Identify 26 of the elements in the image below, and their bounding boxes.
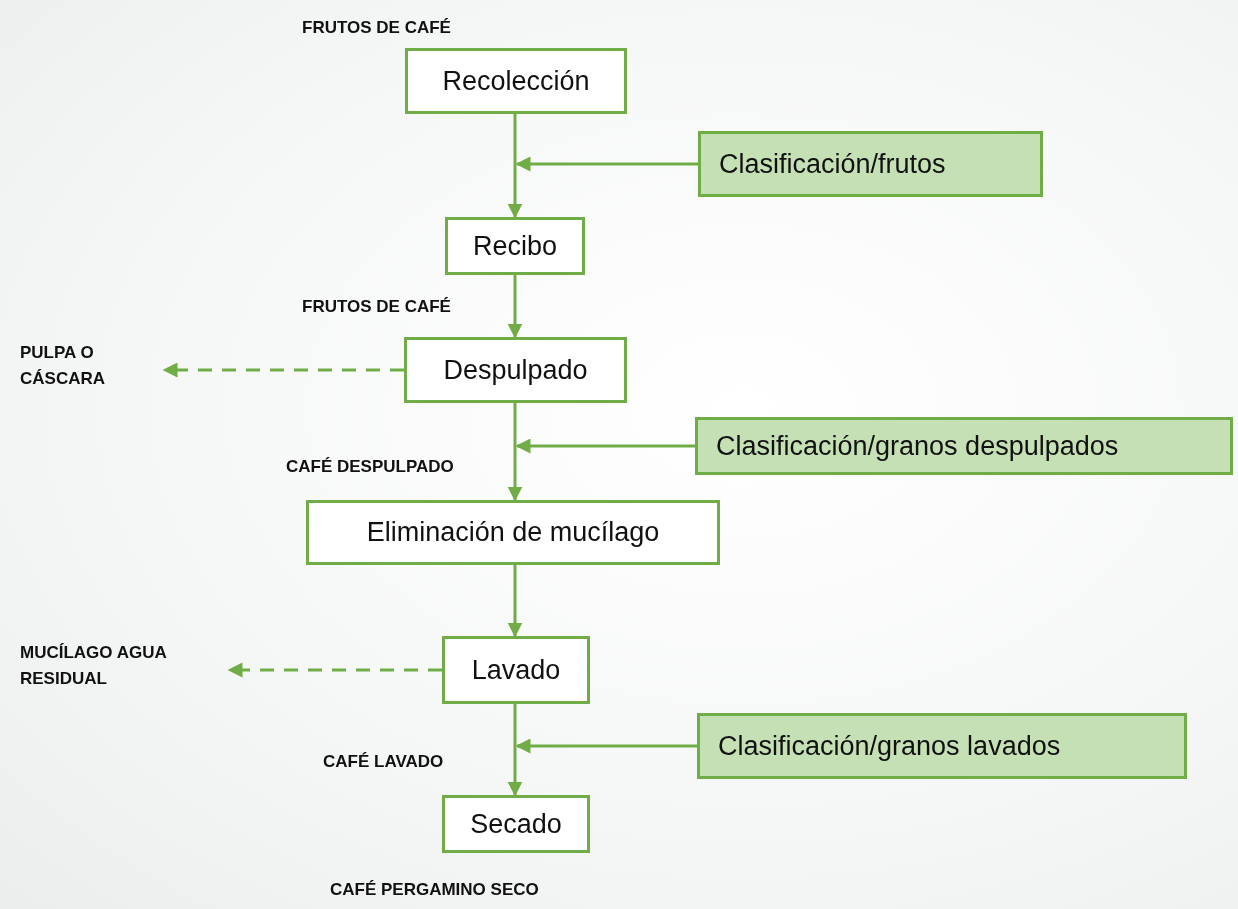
flow-label: CAFÉ PERGAMINO SECO [330,880,539,900]
process-box: Recibo [445,217,585,275]
arrow [515,738,697,754]
process-box: Secado [442,795,590,853]
dashed-arrow [162,362,404,378]
dashed-arrow [227,662,442,678]
arrow [515,438,695,454]
classification-box: Clasificación/granos lavados [697,713,1187,779]
flow-label: CAFÉ LAVADO [323,752,444,772]
arrow [507,114,523,219]
output-label: PULPA O CÁSCARA [20,340,160,393]
flow-label: FRUTOS DE CAFÉ [302,297,451,317]
process-box: Lavado [442,636,590,704]
arrow [507,704,523,797]
output-label: MUCÍLAGO AGUA RESIDUAL [20,640,225,693]
classification-box: Clasificación/granos despulpados [695,417,1233,475]
arrow [507,275,523,339]
process-box: Despulpado [404,337,627,403]
flow-label: CAFÉ DESPULPADO [286,457,454,477]
flow-label: FRUTOS DE CAFÉ [302,18,451,38]
process-box: Eliminación de mucílago [306,500,720,565]
arrow [507,565,523,638]
process-box: Recolección [405,48,627,114]
classification-box: Clasificación/frutos [698,131,1043,197]
arrow [507,403,523,502]
arrow [515,156,698,172]
